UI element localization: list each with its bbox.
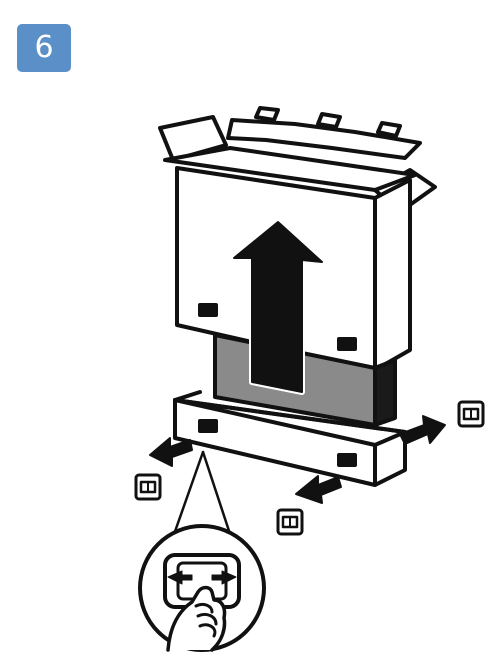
hand-squeeze-icon [140,526,264,650]
